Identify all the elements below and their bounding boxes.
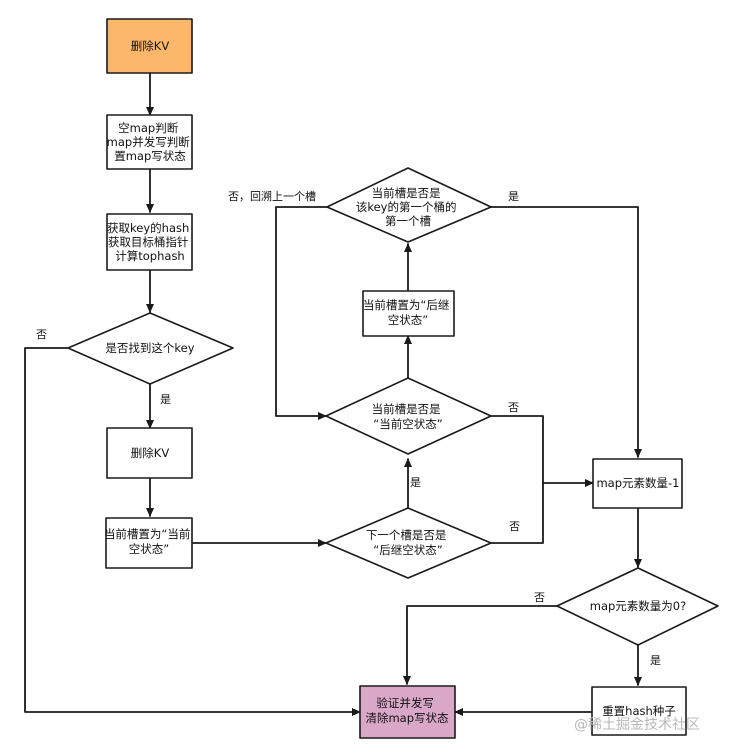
node-next-slot-check: 下一个槽是否是 “后继空状态” [325,507,492,579]
node-get-key-hash: 获取key的hash 获取目标桶指针 计算tophash [106,213,193,271]
node-map-count-decrement: map元素数量-1 [592,458,683,509]
label-count-zero-yes: 是 [650,654,661,667]
node-label: 空map判断 map并发写判断 置map写状态 [107,121,194,163]
node-label: 删除KV [131,39,170,53]
node-label: 当前槽置为“后继 空状态” [363,298,453,327]
watermark: @稀土掘金技术社区 [574,717,700,733]
node-label: 当前槽置为“当前 空状态” [104,527,194,556]
node-delete-kv: 删除KV [106,427,193,479]
node-set-slot-empty: 当前槽置为“当前 空状态” [104,517,194,569]
label-find-key-no: 否 [36,328,47,341]
node-current-slot-check: 当前槽是否是 “当前空状态” [325,377,492,455]
node-map-count-zero: map元素数量为0? [556,567,719,646]
label-first-slot-yes: 是 [508,190,519,203]
edge-next-no-to-count [490,482,544,544]
label-current-slot-no: 否 [508,401,519,414]
node-label: map元素数量-1 [596,476,679,490]
node-delete-kv-start: 删除KV [106,18,193,74]
label-next-slot-yes: 是 [410,476,421,489]
node-label: 下一个槽是否是 “后继空状态” [366,528,450,557]
label-first-slot-no: 否，回溯上一个槽 [228,190,316,203]
node-find-key: 是否找到这个key [67,312,234,385]
node-set-slot-subsequent: 当前槽置为“后继 空状态” [362,290,455,337]
node-first-slot-check: 当前槽是否是 该key的第一个桶的 第一个槽 [326,167,492,243]
label-next-slot-no: 否 [509,520,520,533]
label-find-key-yes: 是 [160,393,171,406]
edge-find-no-to-verify [24,347,361,716]
node-verify-clear: 验证并发写 清除map写状态 [359,685,456,739]
edge-zero-no-to-verify [403,605,558,685]
node-label: 当前槽是否是 “当前空状态” [372,402,445,431]
node-reset-hash-seed: 重置hash种子 [591,686,687,736]
edge-current-no-to-count [490,415,594,487]
node-label: 是否找到这个key [105,341,194,355]
node-label: map元素数量为0? [590,599,686,613]
node-label: 获取key的hash 获取目标桶指针 计算tophash [107,221,193,263]
node-label: 当前槽是否是 该key的第一个桶的 第一个槽 [356,186,460,228]
edge-first-yes-to-count [490,206,642,458]
label-count-zero-no: 否 [534,591,545,604]
node-label: 验证并发写 清除map写状态 [365,696,449,725]
node-label: 重置hash种子 [602,704,676,718]
edge-labels: 否 是 是 否 否 否，回溯上一个槽 是 否 是 [36,190,661,667]
node-init-checks: 空map判断 map并发写判断 置map写状态 [106,114,194,170]
edge-first-no-back [275,206,328,420]
edges [24,72,642,716]
node-label: 删除KV [131,446,170,460]
